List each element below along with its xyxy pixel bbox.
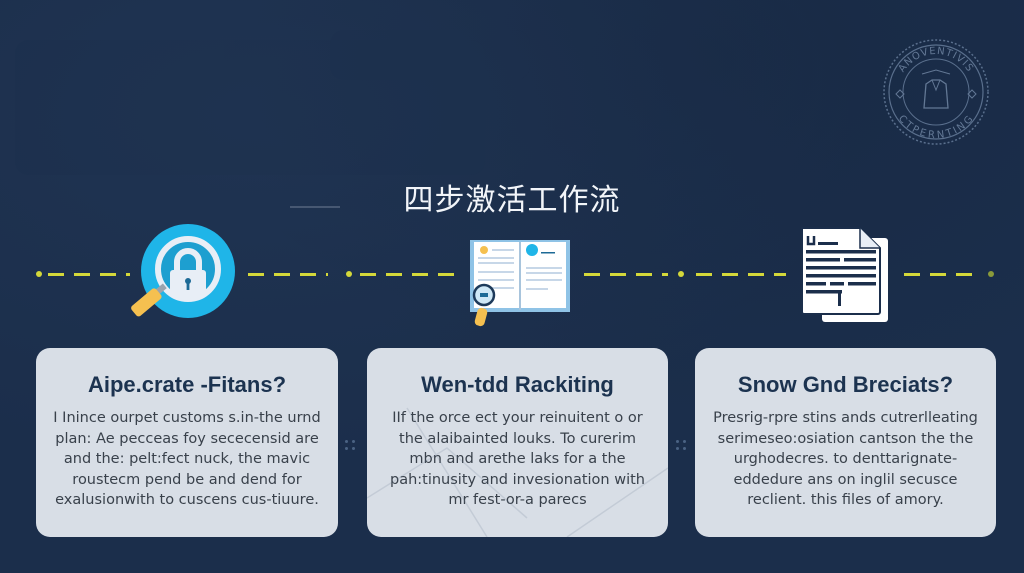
step-card-title: Snow Gnd Breciats? — [737, 372, 954, 397]
page-title: 四步激活工作流 — [403, 183, 621, 218]
timeline-connector — [360, 273, 456, 276]
timeline-dot — [346, 271, 352, 277]
timeline-dot — [678, 271, 684, 277]
badge-emblem: ANOVENTIVIS CTPERNTING — [882, 38, 990, 146]
step-card-body: I Inince ourpet customs s.in-the urnd pl… — [53, 410, 321, 508]
step-2-icon — [468, 238, 572, 334]
timeline-start-dot — [36, 271, 42, 277]
timeline-connector — [904, 273, 982, 276]
step-1-icon — [128, 224, 240, 328]
step-3-icon — [798, 224, 892, 328]
step-card-1: Aipe.crate -Fitans? I Inince ourpet cust… — [36, 348, 338, 537]
jacket-emblem-icon: ANOVENTIVIS CTPERNTING — [883, 39, 989, 145]
step-card-3: Snow Gnd Breciats? Presrig-rpre stins an… — [695, 348, 996, 537]
lock-magnifier-icon — [131, 224, 235, 318]
background-ghost-panel — [15, 40, 485, 175]
step-card-title: Wen-tdd Rackiting — [421, 372, 614, 397]
svg-text:CTPERNTING: CTPERNTING — [896, 113, 976, 141]
timeline-connector — [696, 273, 786, 276]
step-card-2: Wen-tdd Rackiting IIf the orce ect your … — [367, 348, 668, 537]
decorative-dots — [676, 440, 688, 452]
decorative-dots — [345, 440, 357, 452]
timeline-connector — [248, 273, 328, 276]
background-ghost-panel — [330, 30, 530, 80]
step-card-body: Presrig-rpre stins ands cutrerlleating s… — [713, 410, 978, 508]
step-card-title: Aipe.crate -Fitans? — [87, 372, 287, 397]
open-book-magnifier-icon — [470, 240, 570, 327]
title-decoration-line — [290, 206, 340, 208]
timeline-connector — [48, 273, 130, 276]
step-card-body: IIf the orce ect your reinuitent o or th… — [389, 410, 645, 508]
document-icon — [801, 227, 888, 322]
timeline-connector — [584, 273, 668, 276]
timeline-end-dot — [988, 271, 994, 277]
